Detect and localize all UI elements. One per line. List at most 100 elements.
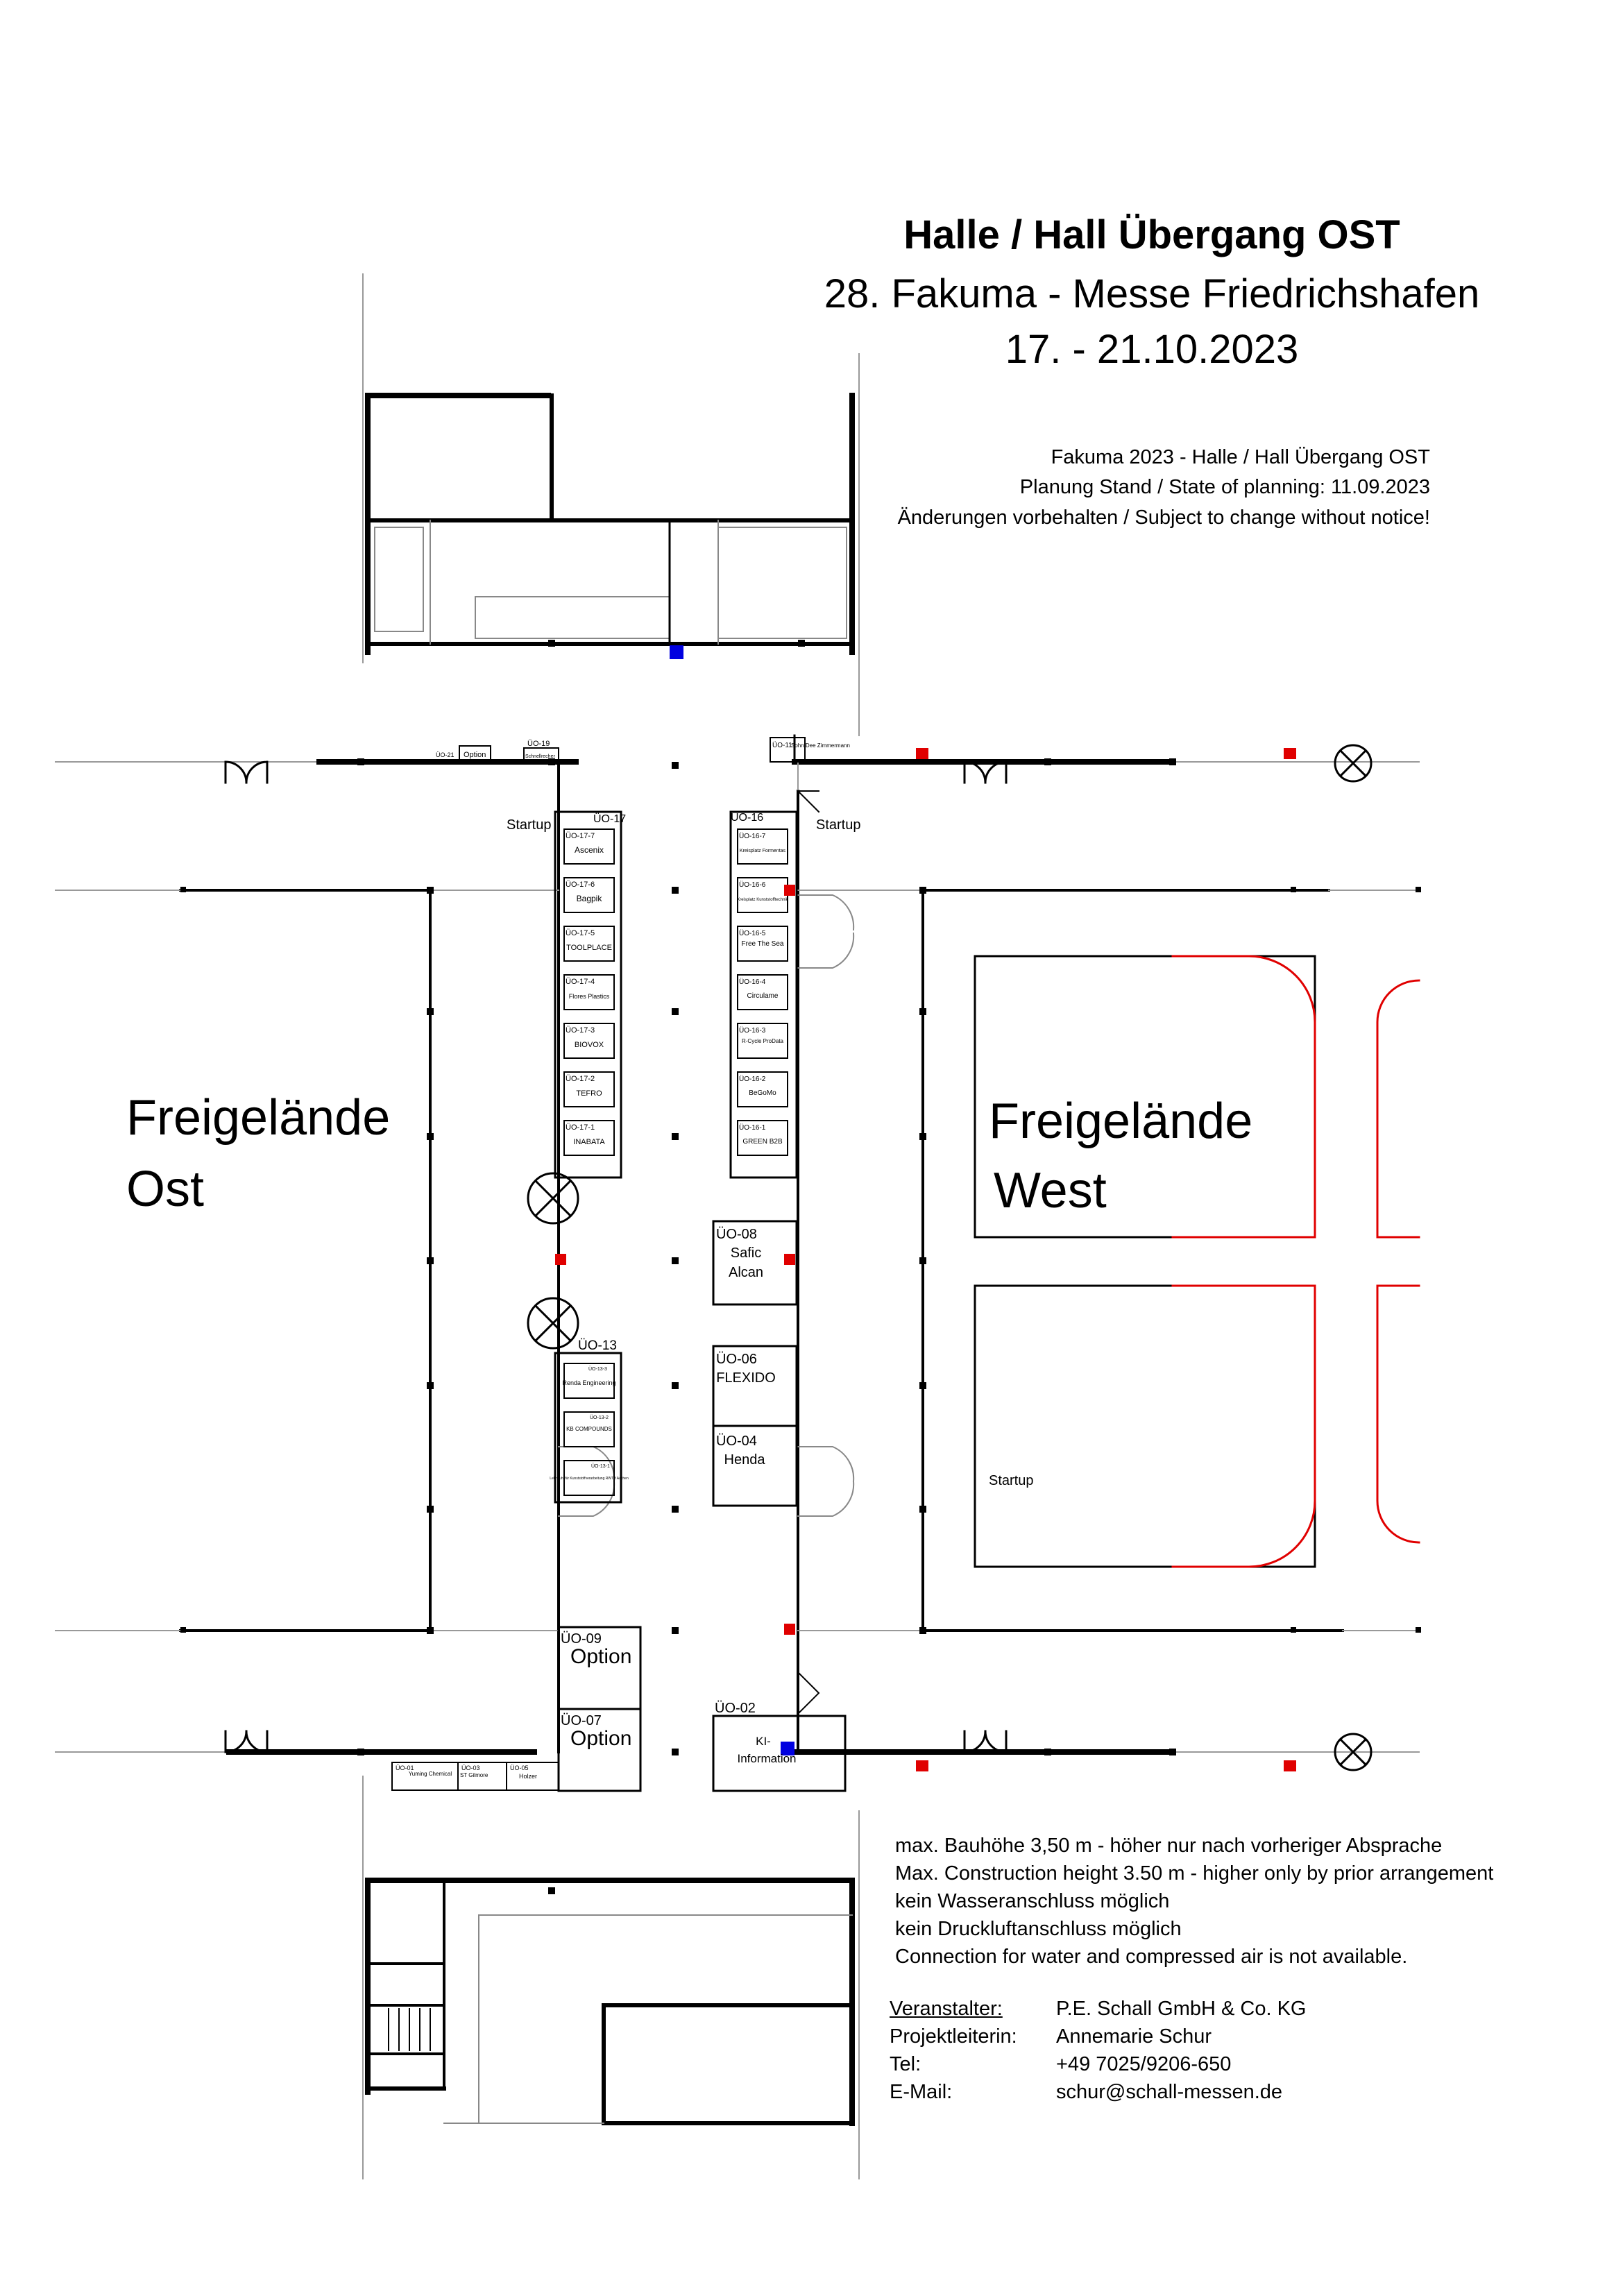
booth-code: ÜO-17-3	[566, 1026, 595, 1035]
markers	[555, 645, 1296, 1771]
booth-name: Bagpik	[577, 894, 603, 903]
stand-uo19-code: ÜO-19	[527, 740, 550, 748]
stand-option-top: Option	[464, 751, 486, 759]
stand-uo06-code: ÜO-06	[716, 1352, 757, 1367]
booth-name: Flores Plastics	[569, 993, 610, 1000]
stand-uo08-name1: Safic	[731, 1245, 761, 1261]
booth-code: ÜO-16-1	[739, 1123, 766, 1132]
block-16-code: ÜO-16	[731, 811, 763, 824]
block-17-code: ÜO-17	[593, 813, 626, 825]
booth-code: ÜO-17-1	[566, 1123, 595, 1132]
corridor-walls	[557, 760, 855, 1753]
block-17-booths: ÜO-17-7 Ascenix ÜO-17-6 Bagpik ÜO-17-5 T…	[566, 832, 612, 1146]
area-west-line1: Freigelände	[989, 1094, 1252, 1149]
booth-name: Lehrstuhl für Kunststoffverarbeitung RWT…	[550, 1477, 629, 1481]
note-line: Max. Construction height 3.50 m - higher…	[895, 1862, 1494, 1885]
stand-outlines	[391, 737, 847, 1792]
columns	[180, 640, 1421, 1894]
booth-name: Free The Sea	[742, 940, 784, 948]
booth-code: ÜO-16-3	[739, 1026, 766, 1035]
stand-uo01-code: ÜO-01	[396, 1764, 414, 1771]
stand-uo05-code: ÜO-05	[510, 1764, 529, 1771]
booth-name: Renda Engineering	[562, 1379, 615, 1386]
booth-code: ÜO-17-2	[566, 1075, 595, 1083]
bottom-building	[362, 1776, 860, 2179]
booth-code: ÜO-16-6	[739, 881, 766, 889]
lead-label: Projektleiterin:	[890, 2025, 1017, 2048]
tel-label: Tel:	[890, 2053, 921, 2075]
stand-uo03-code: ÜO-03	[461, 1764, 480, 1771]
stand-uo21-code: ÜO-21	[436, 751, 454, 758]
stand-uo11-code: ÜO-11	[772, 741, 792, 749]
booth-code: ÜO-13-2	[590, 1415, 609, 1420]
booth-name: TEFRO	[576, 1089, 602, 1098]
booth-boxes	[563, 828, 788, 1496]
booth-name: BeGoMo	[749, 1089, 776, 1097]
stand-uo06-name: FLEXIDO	[716, 1370, 776, 1386]
booth-code: ÜO-16-2	[739, 1075, 766, 1083]
booth-name: TOOLPLACE	[566, 944, 612, 952]
email-label: E-Mail:	[890, 2081, 953, 2103]
block-13-code: ÜO-13	[578, 1338, 617, 1353]
booth-code: ÜO-16-4	[739, 978, 766, 986]
stand-uo19-name: Schnellrecher	[525, 754, 555, 759]
tel-value: +49 7025/9206-650	[1056, 2053, 1232, 2075]
hall-boundary-bottom	[55, 1730, 1420, 1755]
meta-line-2: Planung Stand / State of planning: 11.09…	[1019, 476, 1430, 498]
startup-label-right: Startup	[816, 817, 860, 833]
event-subtitle: 28. Fakuma - Messe Friedrichshafen	[824, 271, 1480, 316]
booth-name: Ascenix	[575, 845, 604, 855]
area-ost-line1: Freigelände	[126, 1090, 390, 1146]
stand-uo09-code: ÜO-09	[561, 1631, 602, 1647]
startup-label-left: Startup	[507, 817, 551, 833]
booth-name: R-Cycle ProData	[742, 1038, 784, 1044]
lead-value: Annemarie Schur	[1056, 2025, 1212, 2048]
organizer-label: Veranstalter:	[890, 1998, 1003, 2020]
stand-uo02-name2: Information	[737, 1752, 796, 1765]
stand-uo02-code: ÜO-02	[715, 1701, 756, 1716]
booth-name: BIOVOX	[575, 1041, 604, 1049]
stand-uo08-name2: Alcan	[729, 1265, 763, 1280]
stand-uo04-name: Henda	[724, 1452, 766, 1468]
booth-code: ÜO-13-3	[588, 1366, 607, 1372]
stand-uo09-name: Option	[570, 1645, 631, 1668]
meta-line-1: Fakuma 2023 - Halle / Hall Übergang OST	[1051, 446, 1430, 468]
hall-boundary-top	[55, 734, 1420, 784]
email-value[interactable]: schur@schall-messen.de	[1056, 2081, 1283, 2103]
freigelaende-west-outline	[797, 889, 1420, 1632]
booth-code: ÜO-17-4	[566, 978, 595, 986]
booth-code: ÜO-16-5	[739, 929, 766, 937]
construction-notes: max. Bauhöhe 3,50 m - höher nur nach vor…	[895, 1832, 1493, 1971]
top-building	[362, 273, 860, 736]
booth-name: Circulame	[747, 992, 778, 1000]
booth-name: Kreisplatz Kunststofftechnik	[737, 898, 789, 902]
stand-uo07-code: ÜO-07	[561, 1713, 602, 1728]
note-line: kein Wasseranschluss möglich	[895, 1890, 1170, 1912]
block-13-booths: ÜO-13-3 Renda Engineering ÜO-13-2 KB COM…	[550, 1366, 629, 1481]
booth-code: ÜO-17-5	[566, 929, 595, 937]
booth-name: INABATA	[573, 1138, 605, 1146]
booth-name: GREEN B2B	[742, 1138, 783, 1146]
stand-uo11-name: Sohn Dee Zimmermann	[791, 742, 850, 749]
area-west-line2: West	[994, 1163, 1107, 1218]
stand-uo05-name: Holzer	[519, 1773, 537, 1780]
event-dates: 17. - 21.10.2023	[1005, 327, 1299, 372]
booth-code: ÜO-17-7	[566, 832, 595, 840]
booth-code: ÜO-16-7	[739, 832, 766, 840]
stand-uo07-name: Option	[570, 1727, 631, 1750]
stand-uo08-code: ÜO-08	[716, 1227, 757, 1242]
freigelaende-ost-outline	[55, 889, 559, 1632]
stand-uo04-code: ÜO-04	[716, 1434, 757, 1449]
note-line: max. Bauhöhe 3,50 m - höher nur nach vor…	[895, 1835, 1443, 1857]
note-line: Connection for water and compressed air …	[895, 1946, 1408, 1968]
stand-uo01-name: Yuming Chemical	[409, 1771, 452, 1777]
booth-code: ÜO-17-6	[566, 881, 595, 889]
turnstiles	[527, 744, 1373, 1771]
note-line: kein Druckluftanschluss möglich	[895, 1918, 1182, 1940]
booth-code: ÜO-13-1	[591, 1463, 610, 1469]
page-title: Halle / Hall Übergang OST	[903, 212, 1400, 257]
stand-uo03-name: ST Gilmore	[460, 1772, 488, 1778]
organizer-value: P.E. Schall GmbH & Co. KG	[1056, 1998, 1307, 2020]
area-west-startup: Startup	[989, 1473, 1033, 1488]
